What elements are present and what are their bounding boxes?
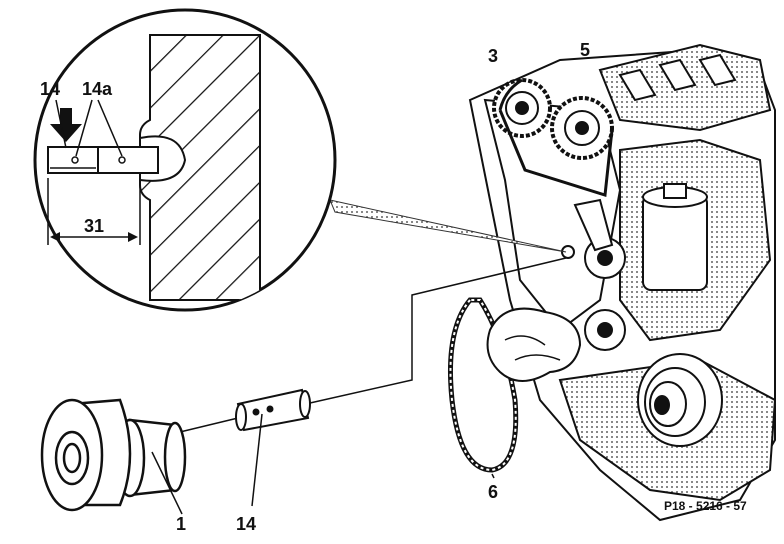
label-1: 1 [176, 514, 186, 534]
label-14: 14 [236, 514, 256, 534]
tensioner-arm [573, 198, 614, 252]
idler-pulley-lower [584, 309, 626, 351]
oil-filter [642, 183, 708, 291]
callout-leader [329, 199, 567, 253]
assembly-lines [179, 257, 567, 433]
label-14-inset: 14 [40, 79, 60, 99]
cloth-rag [486, 307, 582, 382]
tool-1-driver [40, 398, 187, 512]
camshaft-sprocket-5 [550, 96, 614, 160]
crankshaft-pulley [637, 353, 723, 447]
label-3: 3 [488, 46, 498, 66]
figure-code: P18 - 5216 - 57 [664, 499, 747, 513]
timing-chain [498, 78, 614, 197]
label-31: 31 [84, 216, 104, 236]
locking-pin-14 [235, 388, 311, 432]
insert-arrow-icon [50, 108, 82, 142]
label-5: 5 [580, 40, 590, 60]
tensioner-bolt [561, 245, 575, 259]
detail-inset [33, 8, 337, 312]
label-14a: 14a [82, 79, 113, 99]
camshaft-sprocket-3 [492, 78, 552, 138]
label-6: 6 [488, 482, 498, 502]
